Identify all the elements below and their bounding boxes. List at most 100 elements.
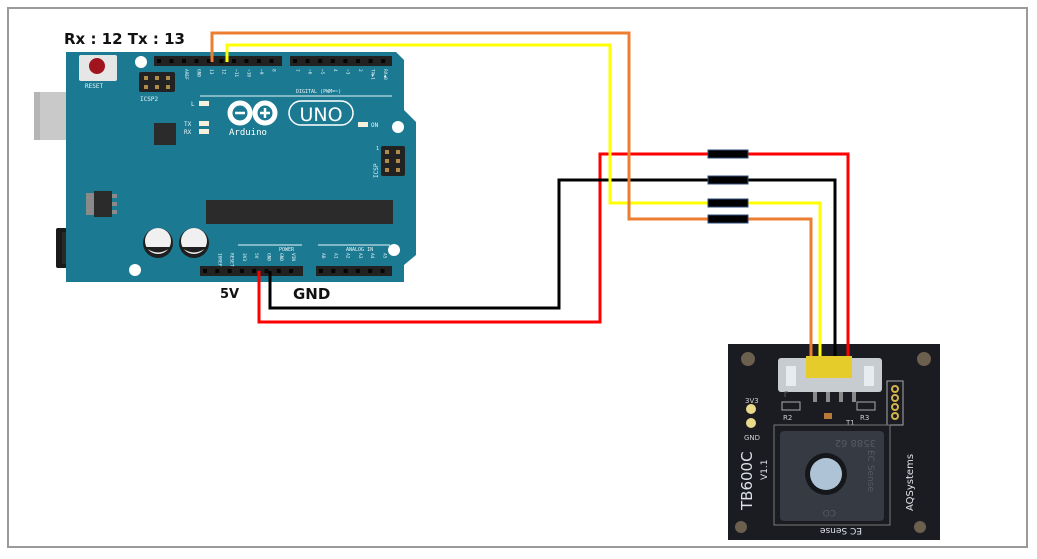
header-pin (381, 59, 386, 63)
header-pin (194, 59, 199, 63)
t1-label: T1 (845, 419, 855, 427)
pin-label: 8 (271, 69, 277, 72)
module-brand-faint: EC Sense (865, 450, 875, 492)
pin-label: ~11 (233, 69, 239, 77)
header-pin (331, 269, 336, 273)
pin-label: A2 (345, 253, 351, 259)
t1-component (824, 413, 832, 419)
uno-logo-outline (288, 100, 354, 126)
led-l (199, 101, 209, 106)
jumper-sleeves (707, 149, 749, 224)
header-pin (227, 269, 232, 273)
header-pin (356, 59, 360, 63)
wire-connector-housing (806, 356, 852, 378)
pin-label: RX◀0 (382, 69, 388, 80)
digital-pins (157, 59, 386, 63)
header-pin (182, 59, 186, 63)
wires (210, 31, 850, 358)
header-pin (203, 269, 207, 273)
arduino-brand-text: Arduino (229, 128, 267, 138)
reset-button (89, 58, 105, 74)
pin-label: TX▶1 (370, 69, 376, 80)
header-pin (343, 269, 348, 273)
mount-hole (392, 121, 404, 133)
led-rx (199, 129, 209, 134)
module-code: 3588 62 (835, 437, 876, 448)
header-pin (232, 59, 236, 63)
r3-label: R3 (860, 414, 869, 422)
wire-5v-red (257, 152, 850, 358)
header-pin (318, 59, 323, 63)
pin-label: 5V (253, 253, 259, 259)
pin-label: GND (266, 253, 272, 261)
aux-header-pads (891, 385, 899, 420)
mount-hole (735, 521, 747, 533)
header-pin (380, 269, 385, 273)
header-pin (239, 269, 244, 273)
header-pin (305, 59, 310, 63)
analog-header (316, 266, 392, 276)
power-header (200, 266, 303, 276)
led-on-label: ON (371, 122, 379, 129)
pin-label: IOREF (216, 253, 222, 267)
header-pin (219, 59, 224, 63)
atmega-chip (206, 200, 393, 224)
wire-d12-yellow (225, 43, 822, 358)
pin-label: A4 (369, 253, 375, 259)
icsp-header (381, 146, 405, 176)
pad-3v3 (746, 404, 756, 414)
header-pin (293, 59, 297, 63)
led-l-label: L (191, 101, 195, 108)
wire-d13-orange (210, 31, 813, 358)
header-pin (289, 269, 294, 273)
ec-sense-label: EC Sense (820, 525, 862, 535)
usb-port-face (40, 92, 70, 140)
capacitor (143, 228, 173, 258)
pad-gnd-label: GND (744, 434, 760, 442)
header-pin (276, 269, 281, 273)
header-pin (319, 269, 323, 273)
pad-3v3-label: 3V3 (745, 397, 759, 405)
wire-gnd-black (268, 178, 837, 358)
regulator-tab (86, 193, 94, 215)
pin-label: ~6 (307, 69, 313, 75)
r2-label: R2 (783, 414, 792, 422)
mount-hole (129, 264, 141, 276)
power-analog-pins (203, 269, 385, 273)
r3-outline (856, 401, 876, 411)
jumper-sleeve-red (707, 149, 749, 159)
board-pcb (66, 52, 416, 282)
pin-label: 13 (208, 69, 214, 75)
led-rx-label: RX (184, 129, 192, 136)
label-5v: 5V (220, 287, 240, 302)
pin-label: A0 (320, 253, 326, 259)
digital-label: DIGITAL (PWM=~) (296, 89, 341, 95)
module-gas: CO (823, 507, 836, 517)
pad-gnd (746, 418, 756, 428)
header-pin (269, 59, 274, 63)
pin-label: 7 (294, 69, 300, 72)
pin-label: A3 (357, 253, 363, 259)
mount-hole (741, 352, 755, 366)
pin-label: ~9 (258, 69, 264, 75)
header-pin (368, 59, 373, 63)
usb-chip (154, 123, 176, 145)
header-pin (257, 59, 261, 63)
header-pin (207, 59, 211, 63)
led-tx-label: TX (184, 121, 192, 128)
connector-pins (813, 392, 856, 402)
arduino-infinity-logo (227, 100, 278, 126)
mount-hole (135, 56, 147, 68)
led-tx (199, 121, 209, 126)
mount-hole (914, 521, 926, 533)
header-pin (215, 269, 220, 273)
jumper-sleeve-orange (707, 214, 749, 224)
header-pin (244, 59, 249, 63)
mount-hole (388, 244, 400, 256)
pin-label: ~3 (344, 69, 350, 75)
pin-label: A1 (332, 253, 338, 259)
